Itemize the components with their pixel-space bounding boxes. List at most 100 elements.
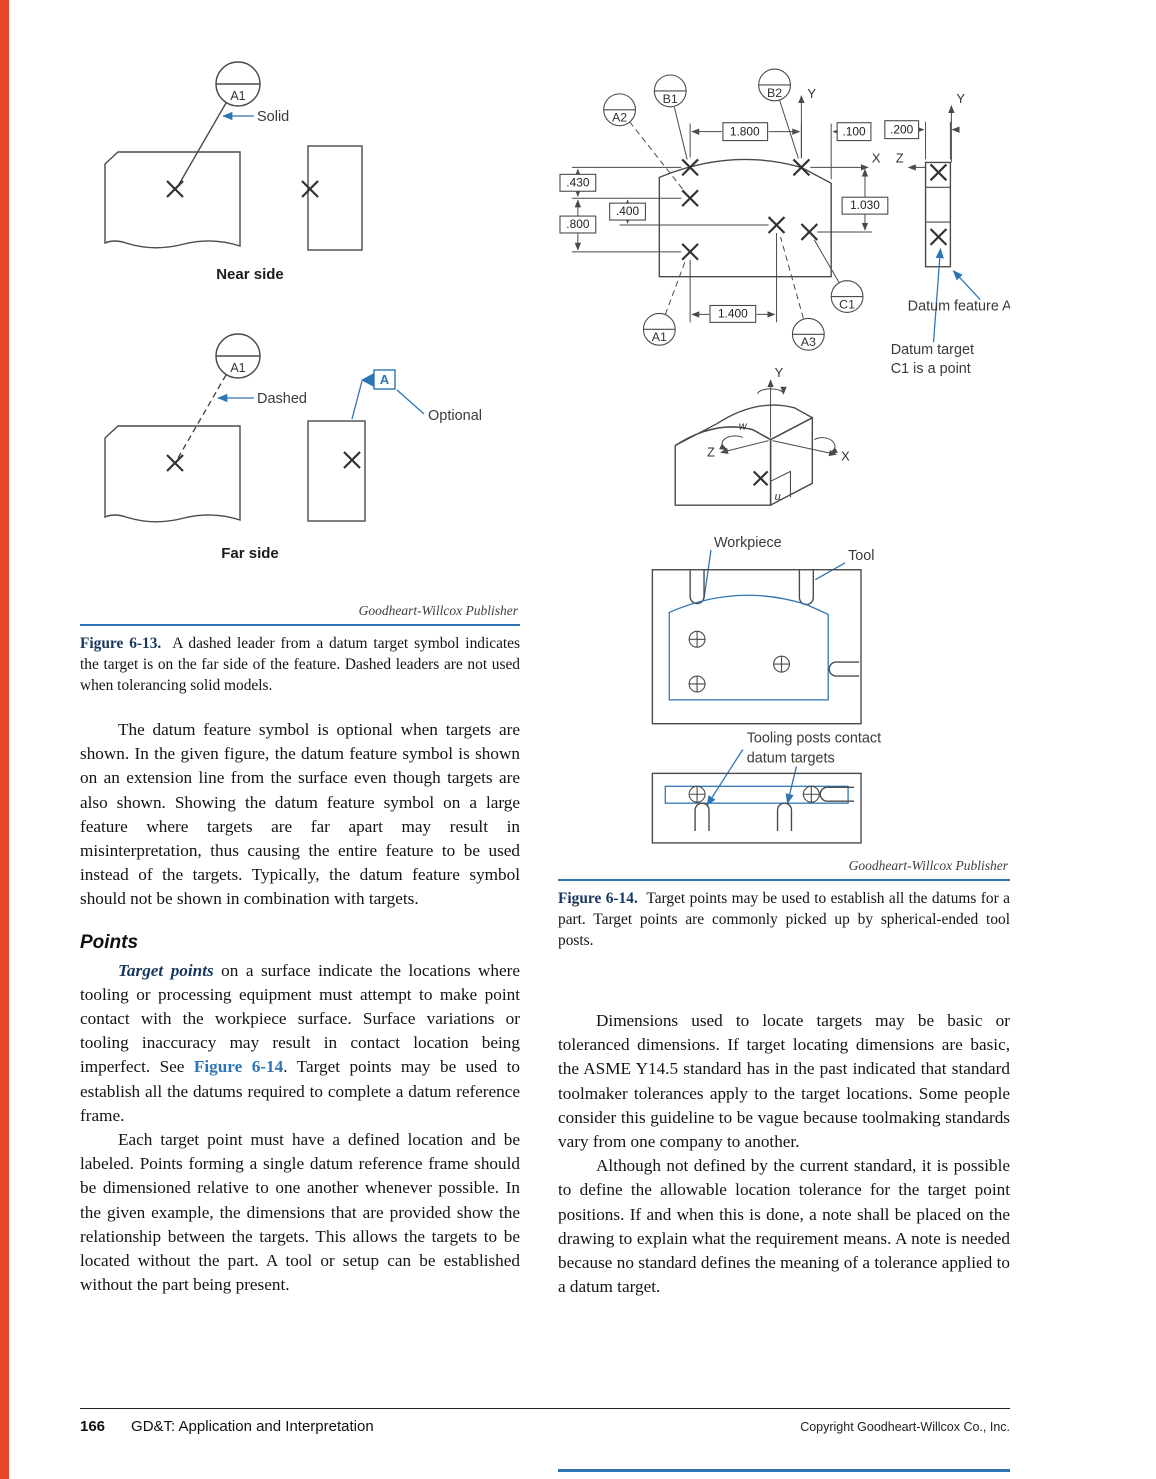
page-content: A1 Solid Near side [80,56,1012,1299]
datum-target-label: C1 [839,297,855,311]
datum-target-symbol-a1-near: A1 [215,61,261,107]
near-side-illustration: A1 Solid Near side [104,61,363,283]
part-front-view [104,151,241,249]
z-axis-label: Z [707,444,715,459]
rotation-arrow-y [757,386,787,395]
tool-label: Tool [848,548,874,564]
tool-post [694,802,710,831]
dimension-value: 1.030 [850,198,880,212]
dimension-200: .200 [884,120,960,160]
datum-target-symbol-b2: B2 [758,68,792,102]
iso-right-face [769,416,814,507]
figure-reference-link[interactable]: Figure 6-14 [193,1057,284,1077]
key-term: Target points [118,960,214,980]
datum-target-label: A3 [801,335,816,349]
dimension-value: .100 [842,125,866,139]
dimension-430: .430 [559,166,682,199]
part-side-view [307,145,363,251]
leader-b2 [779,99,799,159]
target-contact-point [802,785,820,803]
part-front-view [104,425,241,523]
datum-target-symbol-a2: A2 [603,93,637,127]
dimension-value: .400 [616,204,640,218]
datum-target-symbol-a1: A1 [642,312,676,346]
caption-label: Figure 6-14. [558,890,638,907]
side-view: Y Z [896,91,965,268]
fixture-outline [651,569,862,725]
target-contact-point [773,655,791,673]
bottom-rule [558,1469,1010,1472]
datum-target-point-a1 [681,243,699,261]
datum-target-point-c1 [800,223,819,241]
part-side-view [307,420,366,522]
datum-target-point-a3 [767,216,786,234]
far-side-label: Far side [221,545,279,562]
tooling-posts-label-line2: datum targets [747,750,835,766]
left-column: A1 Solid Near side [80,56,520,1299]
figure-credit: Goodheart-Willcox Publisher [848,858,1008,873]
copyright-notice: Copyright Goodheart-Willcox Co., Inc. [800,1420,1010,1434]
tool-post [776,802,793,831]
page-edge-band [0,0,9,1479]
tool-post-horizontal [819,786,855,802]
datum-target-symbol-b1: B1 [653,74,687,108]
iso-notch [770,470,792,498]
rotation-label-u: u [775,491,781,503]
dimension-400: .400 [609,199,769,226]
leader-a1 [664,258,687,315]
paragraph: The datum feature symbol is optional whe… [80,720,520,909]
tool-post-horizontal [828,661,860,677]
callouts: Datum feature A Datum target C1 is a poi… [891,247,1012,377]
optional-leader [396,389,425,415]
page-footer: 166 GD&T: Application and Interpretation… [80,1408,1010,1435]
datum-target-symbol-c1: C1 [830,280,864,313]
datum-target-label: B2 [767,86,782,100]
dimension-800: .800 [559,199,682,253]
datum-target-c1-label-line1: Datum target [891,342,974,358]
dashed-leader-line [177,374,227,459]
workpiece-edge-view [664,785,849,804]
paragraph: Although not defined by the current stan… [558,1156,1010,1297]
far-side-illustration: A1 Dashed A [104,333,482,562]
tool-post [798,569,815,606]
figure-6-13-drawing: A1 Solid Near side [104,61,482,562]
dimension-100: .100 [830,122,872,180]
dimension-1400: 1.400 [689,232,778,323]
optional-label: Optional [428,408,482,424]
rotation-arrow-x [814,437,838,454]
datum-target-symbol-a3: A3 [791,317,825,351]
workpiece-outline [668,594,829,701]
side-view-outline [924,161,952,268]
figure-6-13-caption: Figure 6-13. A dashed leader from a datu… [80,624,520,696]
y-axis-label: Y [807,86,816,101]
datum-target-label: A1 [230,89,245,103]
paragraph: Target points on a surface indicate the … [80,959,520,1128]
datum-target-label: B1 [663,92,678,106]
target-contact-point [688,630,706,648]
datum-target-label: A1 [652,330,667,344]
dimension-1030: 1.030 [817,168,889,233]
iso-x-axis [772,440,837,457]
leader-a3 [780,236,804,319]
workpiece-leader [703,549,712,599]
right-column: Y X A2 B1 [558,56,1012,1299]
solid-leader-line [177,102,227,187]
iso-z-axis [720,440,769,454]
figure-6-14-caption: Figure 6-14. Target points may be used t… [558,879,1010,951]
paragraph-text: . Target points may be used to establish… [80,1057,520,1125]
y-axis-label: Y [775,365,784,380]
datum-target-label: A2 [612,111,627,125]
tooling-leader [785,766,798,805]
target-contact-point [688,785,706,803]
dashed-label: Dashed [257,391,307,407]
rotation-label-w: w [739,421,748,433]
leader-b1 [673,106,688,160]
paragraph: Dimensions used to locate targets may be… [558,1011,1010,1152]
paragraph: Each target point must have a defined lo… [80,1130,520,1295]
tooling-posts-label-line1: Tooling posts contact [747,731,881,747]
leader-c1 [813,239,840,283]
datum-target-c1-leader [932,247,944,343]
tool-leader [814,562,846,581]
dimension-value: .200 [890,123,914,137]
rotation-arrow-z [719,435,743,450]
